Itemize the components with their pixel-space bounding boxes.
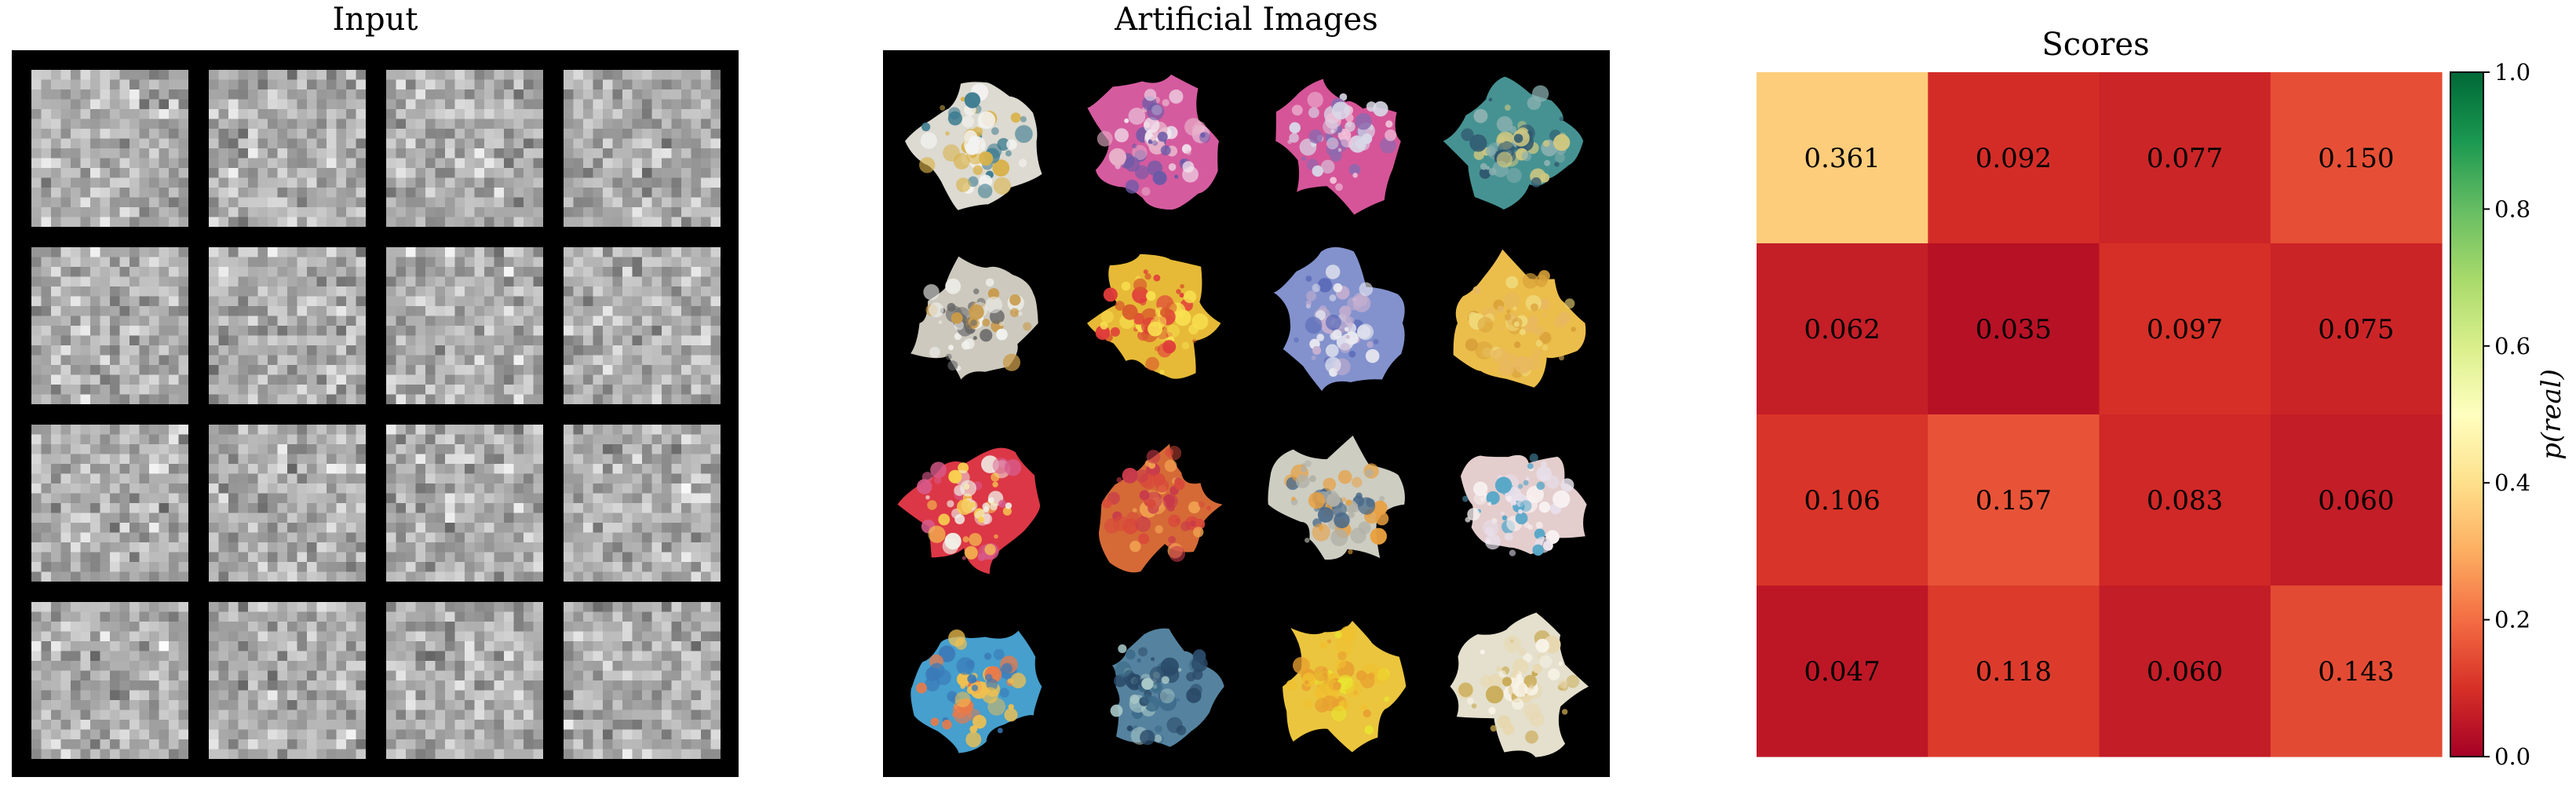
artificial-image — [1065, 232, 1247, 414]
colorbar — [2450, 71, 2484, 757]
noise-tile — [564, 602, 721, 759]
heatmap-cell-label: 0.047 — [1804, 656, 1880, 688]
heatmap-cell-label: 0.035 — [1976, 314, 2052, 345]
heatmap-cell-label: 0.106 — [1804, 485, 1880, 516]
artificial-image — [1246, 232, 1428, 414]
colorbar-tick-label: 1.0 — [2494, 59, 2530, 86]
noise-tile — [386, 425, 543, 582]
heatmap-cell-label: 0.097 — [2147, 314, 2223, 345]
noise-tile — [31, 425, 188, 582]
colorbar-tick-label: 0.8 — [2494, 195, 2530, 222]
heatmap-cell — [1757, 586, 1928, 757]
noise-tile — [386, 70, 543, 227]
artificial-image — [1246, 414, 1428, 596]
heatmap-cell — [2270, 586, 2443, 757]
heatmap-cell-label: 0.143 — [2318, 656, 2394, 688]
artificial-images-grid — [883, 50, 1610, 777]
noise-tile — [31, 247, 188, 404]
colorbar-tick-label: 0.0 — [2494, 743, 2530, 770]
artificial-image — [883, 414, 1065, 596]
artificial-image — [1065, 50, 1247, 232]
artificial-image — [1065, 596, 1247, 778]
artificial-panel-title: Artificial Images — [1115, 2, 1378, 38]
artificial-image — [1065, 414, 1247, 596]
noise-tile — [31, 602, 188, 759]
heatmap-cell — [1757, 243, 1928, 415]
heatmap-cell-label: 0.083 — [2147, 485, 2223, 516]
colorbar-label: p(real) — [2536, 369, 2567, 460]
heatmap-cell — [1928, 243, 2100, 415]
heatmap-cell-label: 0.062 — [1804, 314, 1880, 345]
input-noise-grid — [12, 50, 739, 777]
heatmap-cell-label: 0.092 — [1976, 143, 2052, 174]
noise-tile — [209, 425, 366, 582]
artificial-image — [1428, 414, 1611, 596]
heatmap-cell — [1928, 72, 2100, 244]
heatmap-cell — [1757, 414, 1928, 586]
noise-tile — [386, 602, 543, 759]
heatmap-cell-label: 0.118 — [1976, 656, 2052, 688]
heatmap-cell — [2099, 72, 2271, 244]
heatmap-cell-label: 0.361 — [1804, 143, 1880, 174]
heatmap-cell-label: 0.075 — [2318, 314, 2394, 345]
heatmap-cell — [2270, 72, 2443, 244]
heatmap-cell — [2270, 414, 2443, 586]
artificial-image — [1246, 50, 1428, 232]
colorbar-tick-label: 0.2 — [2494, 607, 2530, 633]
heatmap-cell-label: 0.060 — [2147, 656, 2223, 688]
artificial-image — [883, 596, 1065, 778]
scores-title: Scores — [2041, 27, 2149, 63]
artificial-image — [883, 232, 1065, 414]
heatmap-cell — [2099, 586, 2271, 757]
heatmap-cell-label: 0.150 — [2318, 143, 2394, 174]
noise-tile — [209, 70, 366, 227]
artificial-image — [1246, 596, 1428, 778]
noise-tile — [564, 70, 721, 227]
heatmap-cell-label: 0.060 — [2318, 485, 2394, 516]
artificial-image — [1428, 50, 1611, 232]
heatmap-cell — [2099, 243, 2271, 415]
artificial-image — [883, 50, 1065, 232]
heatmap-cell — [2270, 243, 2443, 415]
colorbar-tick-label: 0.6 — [2494, 333, 2530, 359]
heatmap-cell-label: 0.157 — [1976, 485, 2052, 516]
artificial-image — [1428, 596, 1611, 778]
noise-tile — [209, 247, 366, 404]
noise-tile — [564, 247, 721, 404]
noise-tile — [386, 247, 543, 404]
noise-tile — [564, 425, 721, 582]
colorbar-tick-label: 0.4 — [2494, 469, 2530, 496]
noise-tile — [209, 602, 366, 759]
heatmap-cell — [1928, 586, 2100, 757]
artificial-image — [1428, 232, 1611, 414]
heatmap-cell — [1928, 414, 2100, 586]
heatmap-cell — [2099, 414, 2271, 586]
input-panel-title: Input — [332, 2, 418, 38]
noise-tile — [31, 70, 188, 227]
heatmap-cell-label: 0.077 — [2147, 143, 2223, 174]
heatmap-cell — [1757, 72, 1928, 244]
